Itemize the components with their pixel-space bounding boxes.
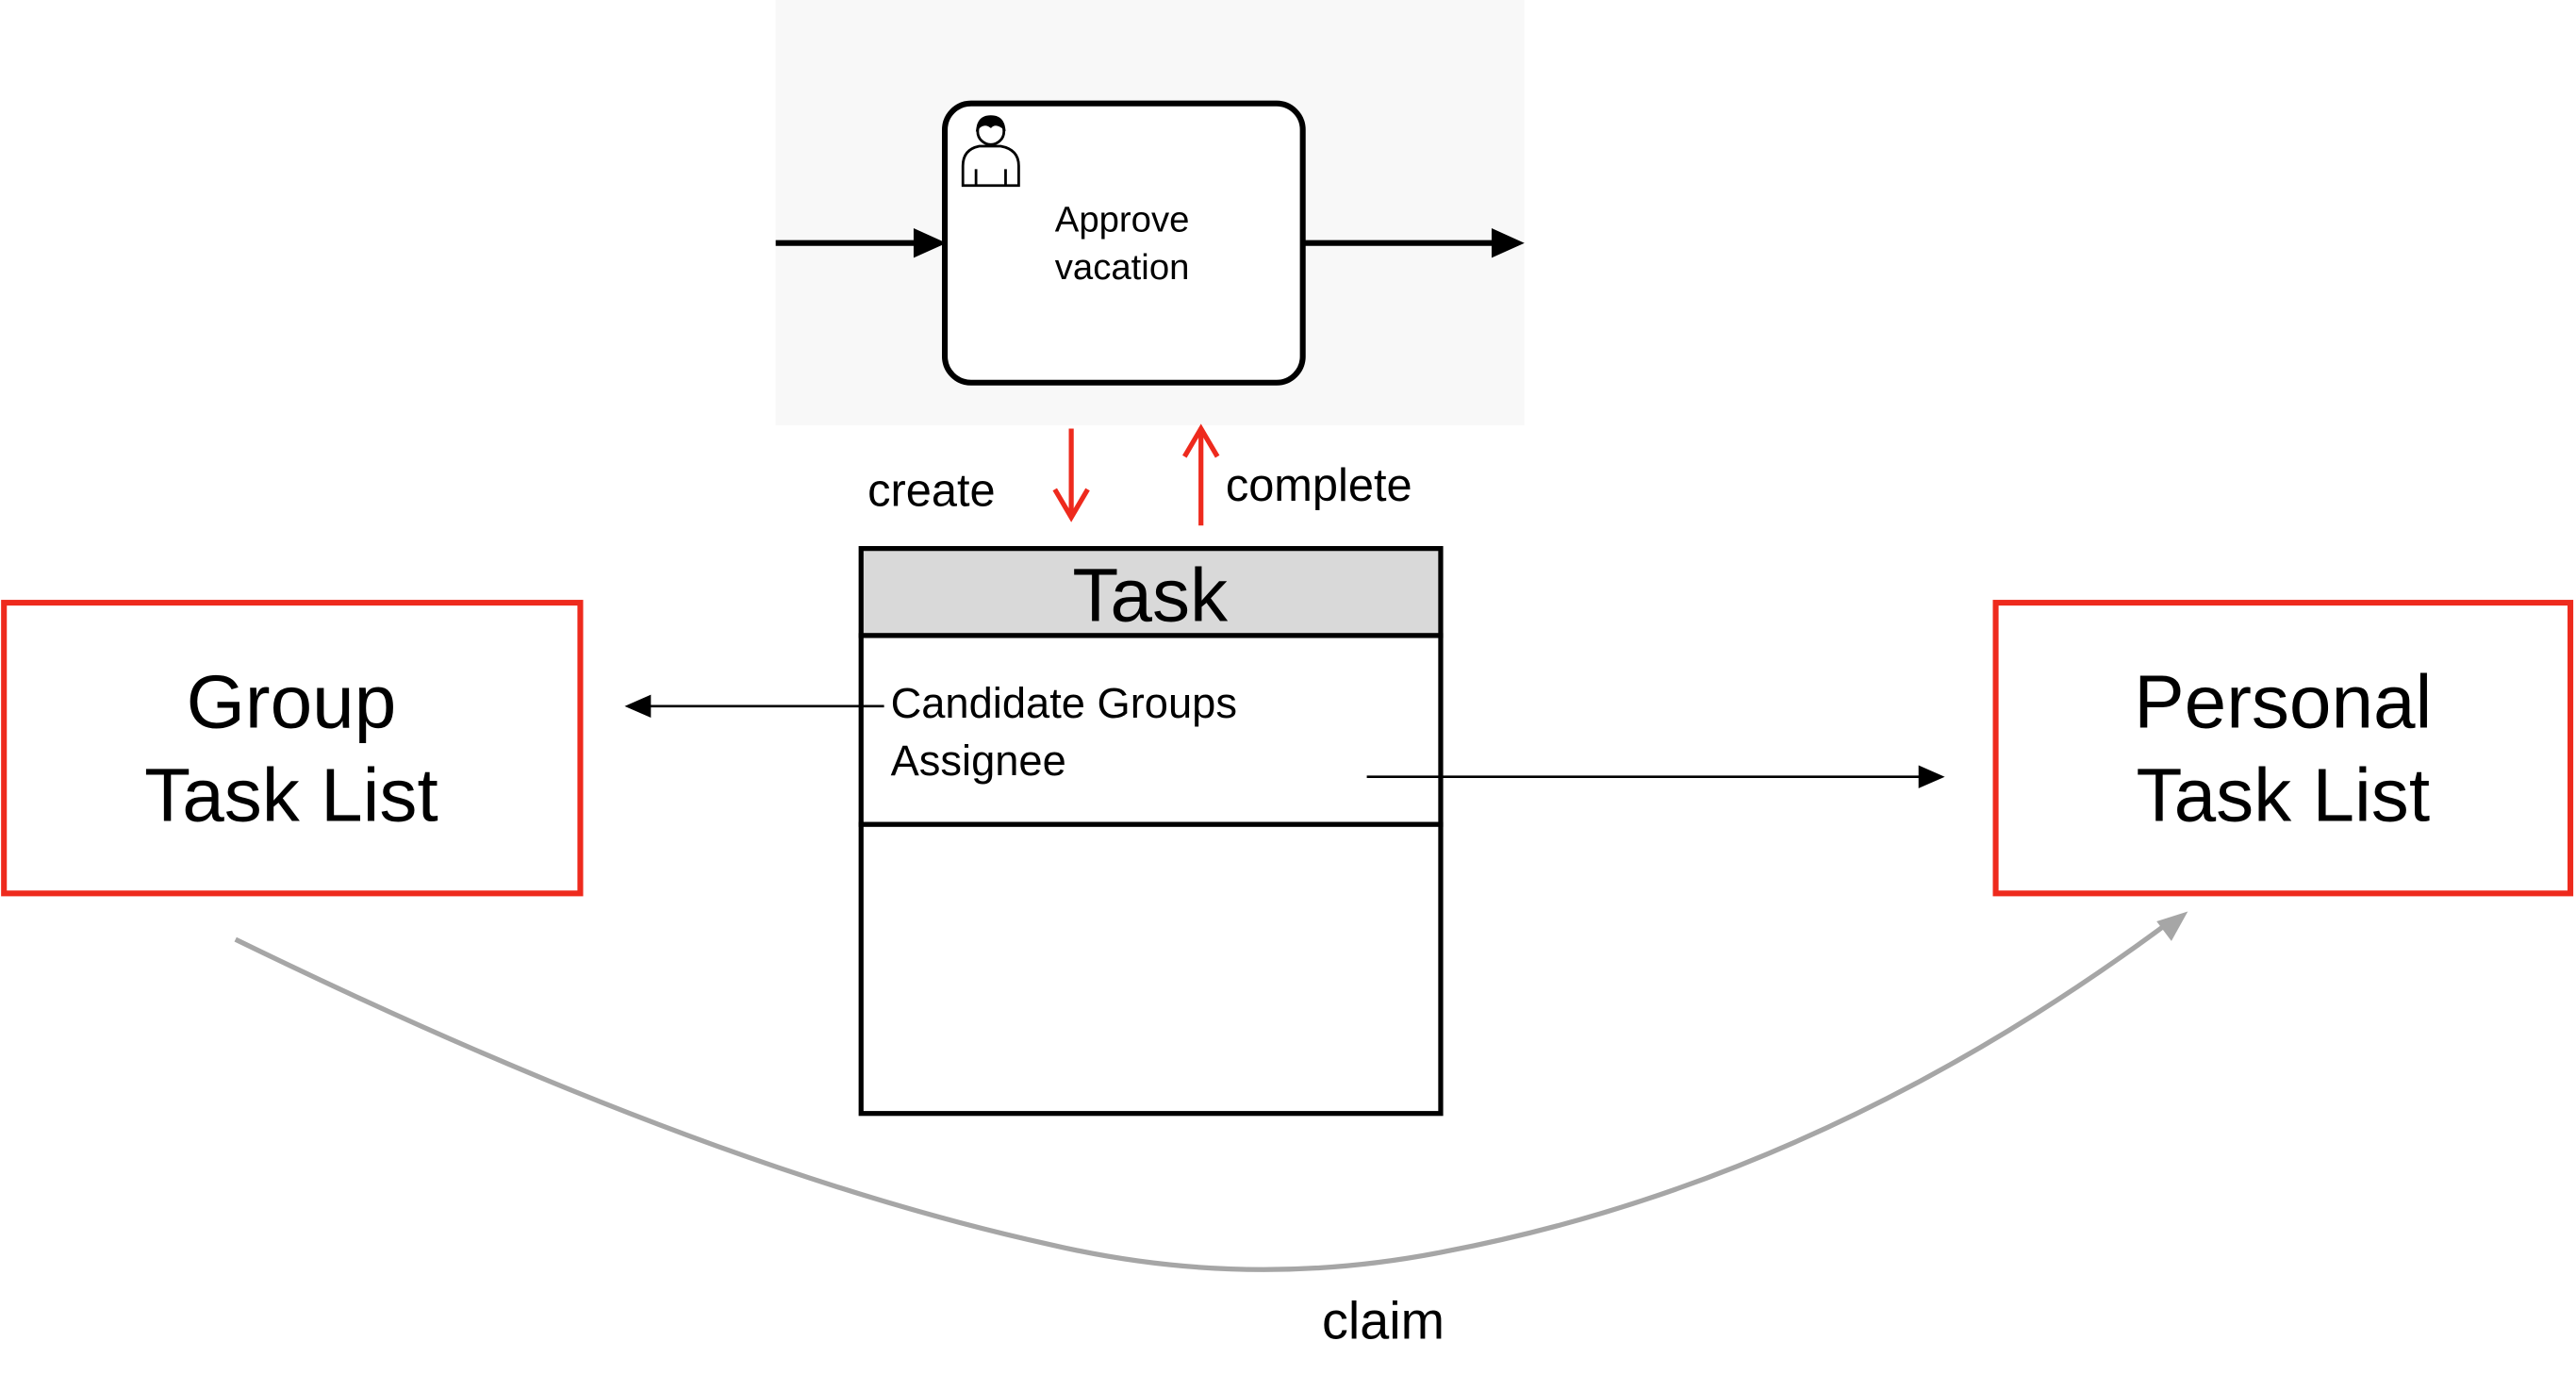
group-task-list-box [1, 600, 584, 897]
candidate-groups-attribute: Candidate Groups [891, 679, 1237, 727]
complete-arrow [1182, 423, 1220, 526]
approve-vacation-user-task[interactable] [941, 100, 1306, 386]
bpmn-process-snippet: Approve vacation [775, 0, 1525, 426]
group-task-list: Group Task List [1, 600, 584, 897]
assignee-to-personal-list-arrow [1366, 765, 1945, 788]
personal-task-list-line-1: Personal [2134, 658, 2432, 743]
incoming-sequence-arrowhead [913, 228, 947, 258]
create-arrow [1052, 428, 1090, 522]
task-label-line-2: vacation [1055, 247, 1190, 288]
task-entity-title: Task [1072, 552, 1229, 637]
complete-label: complete [1226, 460, 1412, 511]
task-entity-box: Task Candidate Groups Assignee [858, 546, 1444, 1117]
candidate-groups-to-group-list-arrow [624, 694, 884, 719]
personal-task-list-line-2: Task List [2137, 753, 2431, 837]
group-task-list-line-2: Task List [144, 753, 438, 837]
assignee-attribute: Assignee [891, 737, 1066, 785]
task-label-line-1: Approve [1055, 200, 1190, 240]
task-entity-methods [858, 821, 1444, 1117]
create-label: create [867, 465, 996, 516]
task-entity-attributes [858, 633, 1444, 827]
claim-label: claim [1322, 1291, 1445, 1350]
outgoing-sequence-arrowhead [1491, 228, 1525, 258]
group-task-list-line-1: Group [187, 658, 397, 743]
task-entity-header [858, 546, 1444, 638]
user-task-icon [961, 115, 1020, 188]
personal-task-list: Personal Task List [1992, 600, 2574, 897]
personal-task-list-box [1992, 600, 2574, 897]
